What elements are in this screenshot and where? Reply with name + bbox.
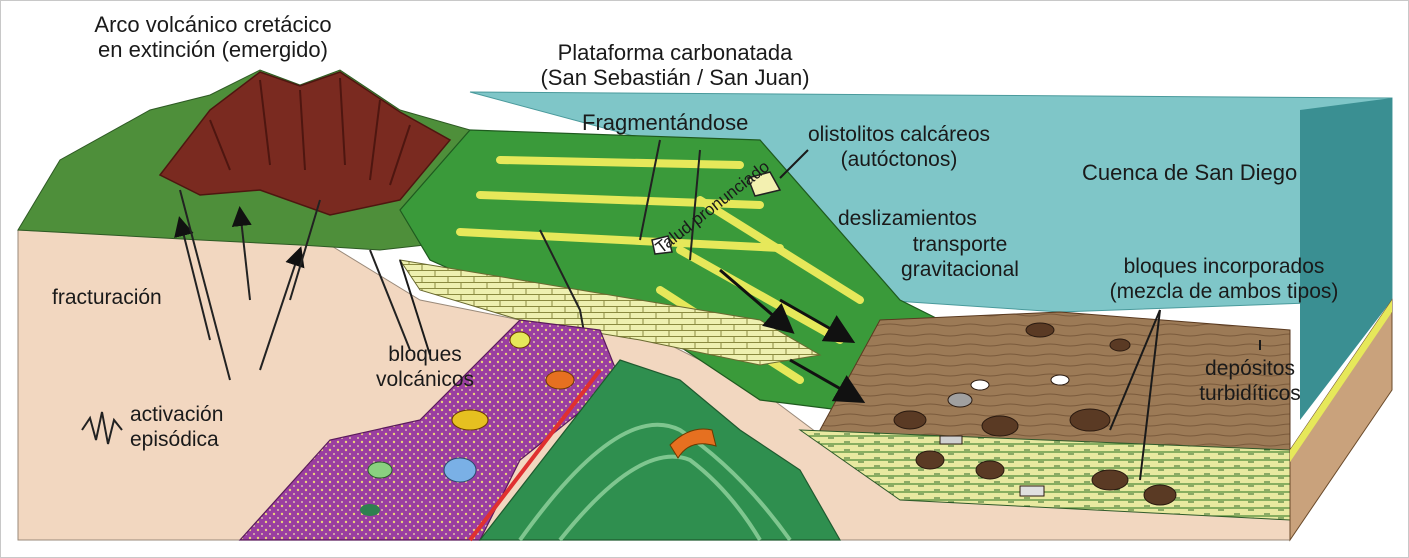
label-transport-line2: gravitacional — [880, 257, 1040, 282]
label-blocks-line2: (mezcla de ambos tipos) — [1074, 279, 1374, 304]
label-activation-line1: activación — [130, 402, 223, 427]
label-blocks-line1: bloques incorporados — [1074, 254, 1374, 279]
label-carbonate-platform: Plataforma carbonatada (San Sebastián / … — [505, 40, 845, 90]
label-volcanic-arc-line2: en extinción (emergido) — [68, 37, 358, 62]
label-slides: deslizamientos — [838, 206, 977, 231]
label-gravitational-transport: transporte gravitacional — [880, 232, 1040, 282]
label-turbidites-line1: depósitos — [1165, 356, 1335, 381]
label-incorporated-blocks: bloques incorporados (mezcla de ambos ti… — [1074, 254, 1374, 304]
label-volcanic-blocks-line2: volcánicos — [355, 367, 495, 392]
label-carbonate-platform-line1: Plataforma carbonatada — [505, 40, 845, 65]
label-fragmenting: Fragmentándose — [582, 110, 748, 135]
label-olistoliths-line2: (autóctonos) — [784, 147, 1014, 172]
label-volcanic-arc-line1: Arco volcánico cretácico — [68, 12, 358, 37]
label-turbidites: depósitos turbidíticos — [1165, 356, 1335, 406]
label-fracturing: fracturación — [52, 285, 162, 310]
label-carbonate-platform-line2: (San Sebastián / San Juan) — [505, 65, 845, 90]
label-transport-line1: transporte — [880, 232, 1040, 257]
label-activation-line2: episódica — [130, 427, 223, 452]
label-volcanic-arc: Arco volcánico cretácico en extinción (e… — [68, 12, 358, 62]
label-volcanic-blocks-line1: bloques — [355, 342, 495, 367]
label-turbidites-line2: turbidíticos — [1165, 381, 1335, 406]
label-basin: Cuenca de San Diego — [1082, 160, 1297, 185]
label-episodic-activation: activación episódica — [130, 402, 223, 452]
label-olistoliths-line1: olistolitos calcáreos — [784, 122, 1014, 147]
label-volcanic-blocks: bloques volcánicos — [355, 342, 495, 392]
label-olistoliths: olistolitos calcáreos (autóctonos) — [784, 122, 1014, 172]
